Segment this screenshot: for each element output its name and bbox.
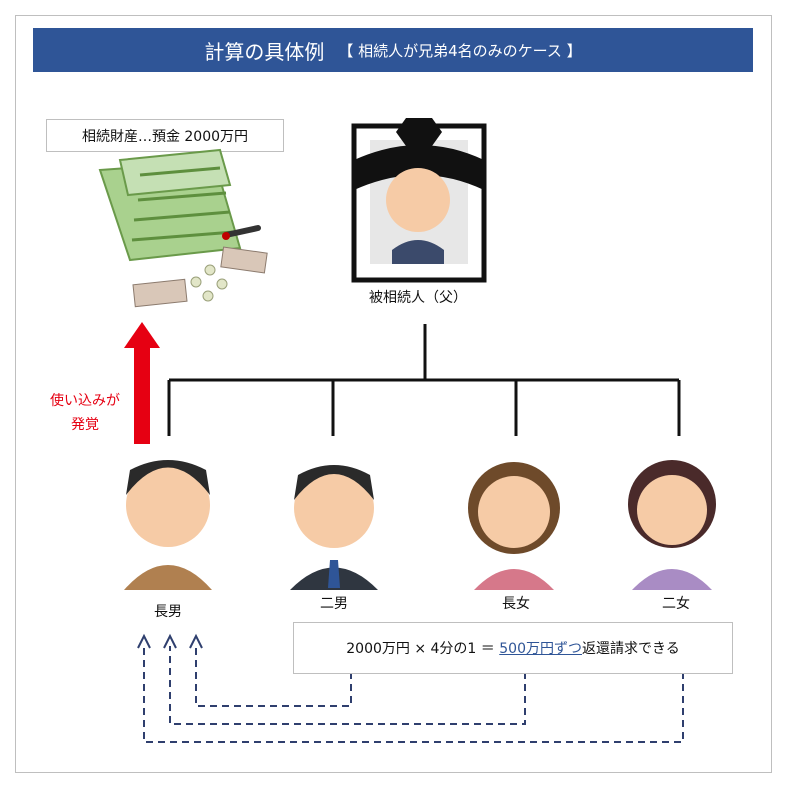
banner-title: 計算の具体例 [204, 39, 325, 64]
asset-label: 相続財産…預金 2000万円 [81, 128, 249, 145]
discovery-label-line2: 発覚 [71, 417, 99, 433]
discovery-arrow [124, 322, 160, 444]
seal-icon [222, 225, 261, 240]
eldest-son-avatar [124, 460, 212, 590]
heir-label-second-daughter: 二女 [662, 596, 690, 612]
formula-suffix: 返還請求できる [581, 641, 680, 657]
deceased-portrait-icon [351, 118, 487, 283]
discovery-label-line1: 使い込みが [50, 393, 120, 409]
title-banner: 計算の具体例 【 相続人が兄弟4名のみのケース 】 [33, 28, 753, 72]
deceased-label: 被相続人（父） [369, 290, 467, 306]
second-daughter-avatar [628, 460, 716, 590]
outer-frame [15, 15, 772, 773]
banknote-icon [132, 246, 268, 308]
asset-label-box: 相続財産…預金 2000万円 [46, 119, 284, 152]
return-arrows [143, 646, 684, 743]
return-arrowheads [137, 633, 203, 649]
family-tree-lines [167, 324, 681, 436]
eldest-daughter-avatar [468, 462, 560, 590]
heir-label-eldest-daughter: 長女 [502, 596, 530, 612]
heir-label-second-son: 二男 [320, 596, 348, 612]
banner-subtitle: 【 相続人が兄弟4名のみのケース 】 [338, 41, 582, 60]
coin-icon [190, 264, 228, 302]
bankbook-icon [98, 148, 242, 262]
formula-highlight: 500万円ずつ [499, 641, 582, 657]
heir-label-eldest-son: 長男 [154, 604, 182, 620]
formula-box: 2000万円 × 4分の1 ＝ 500万円ずつ 返還請求できる [293, 622, 733, 674]
formula-prefix: 2000万円 × 4分の1 ＝ [346, 641, 500, 657]
second-son-avatar [290, 465, 378, 590]
